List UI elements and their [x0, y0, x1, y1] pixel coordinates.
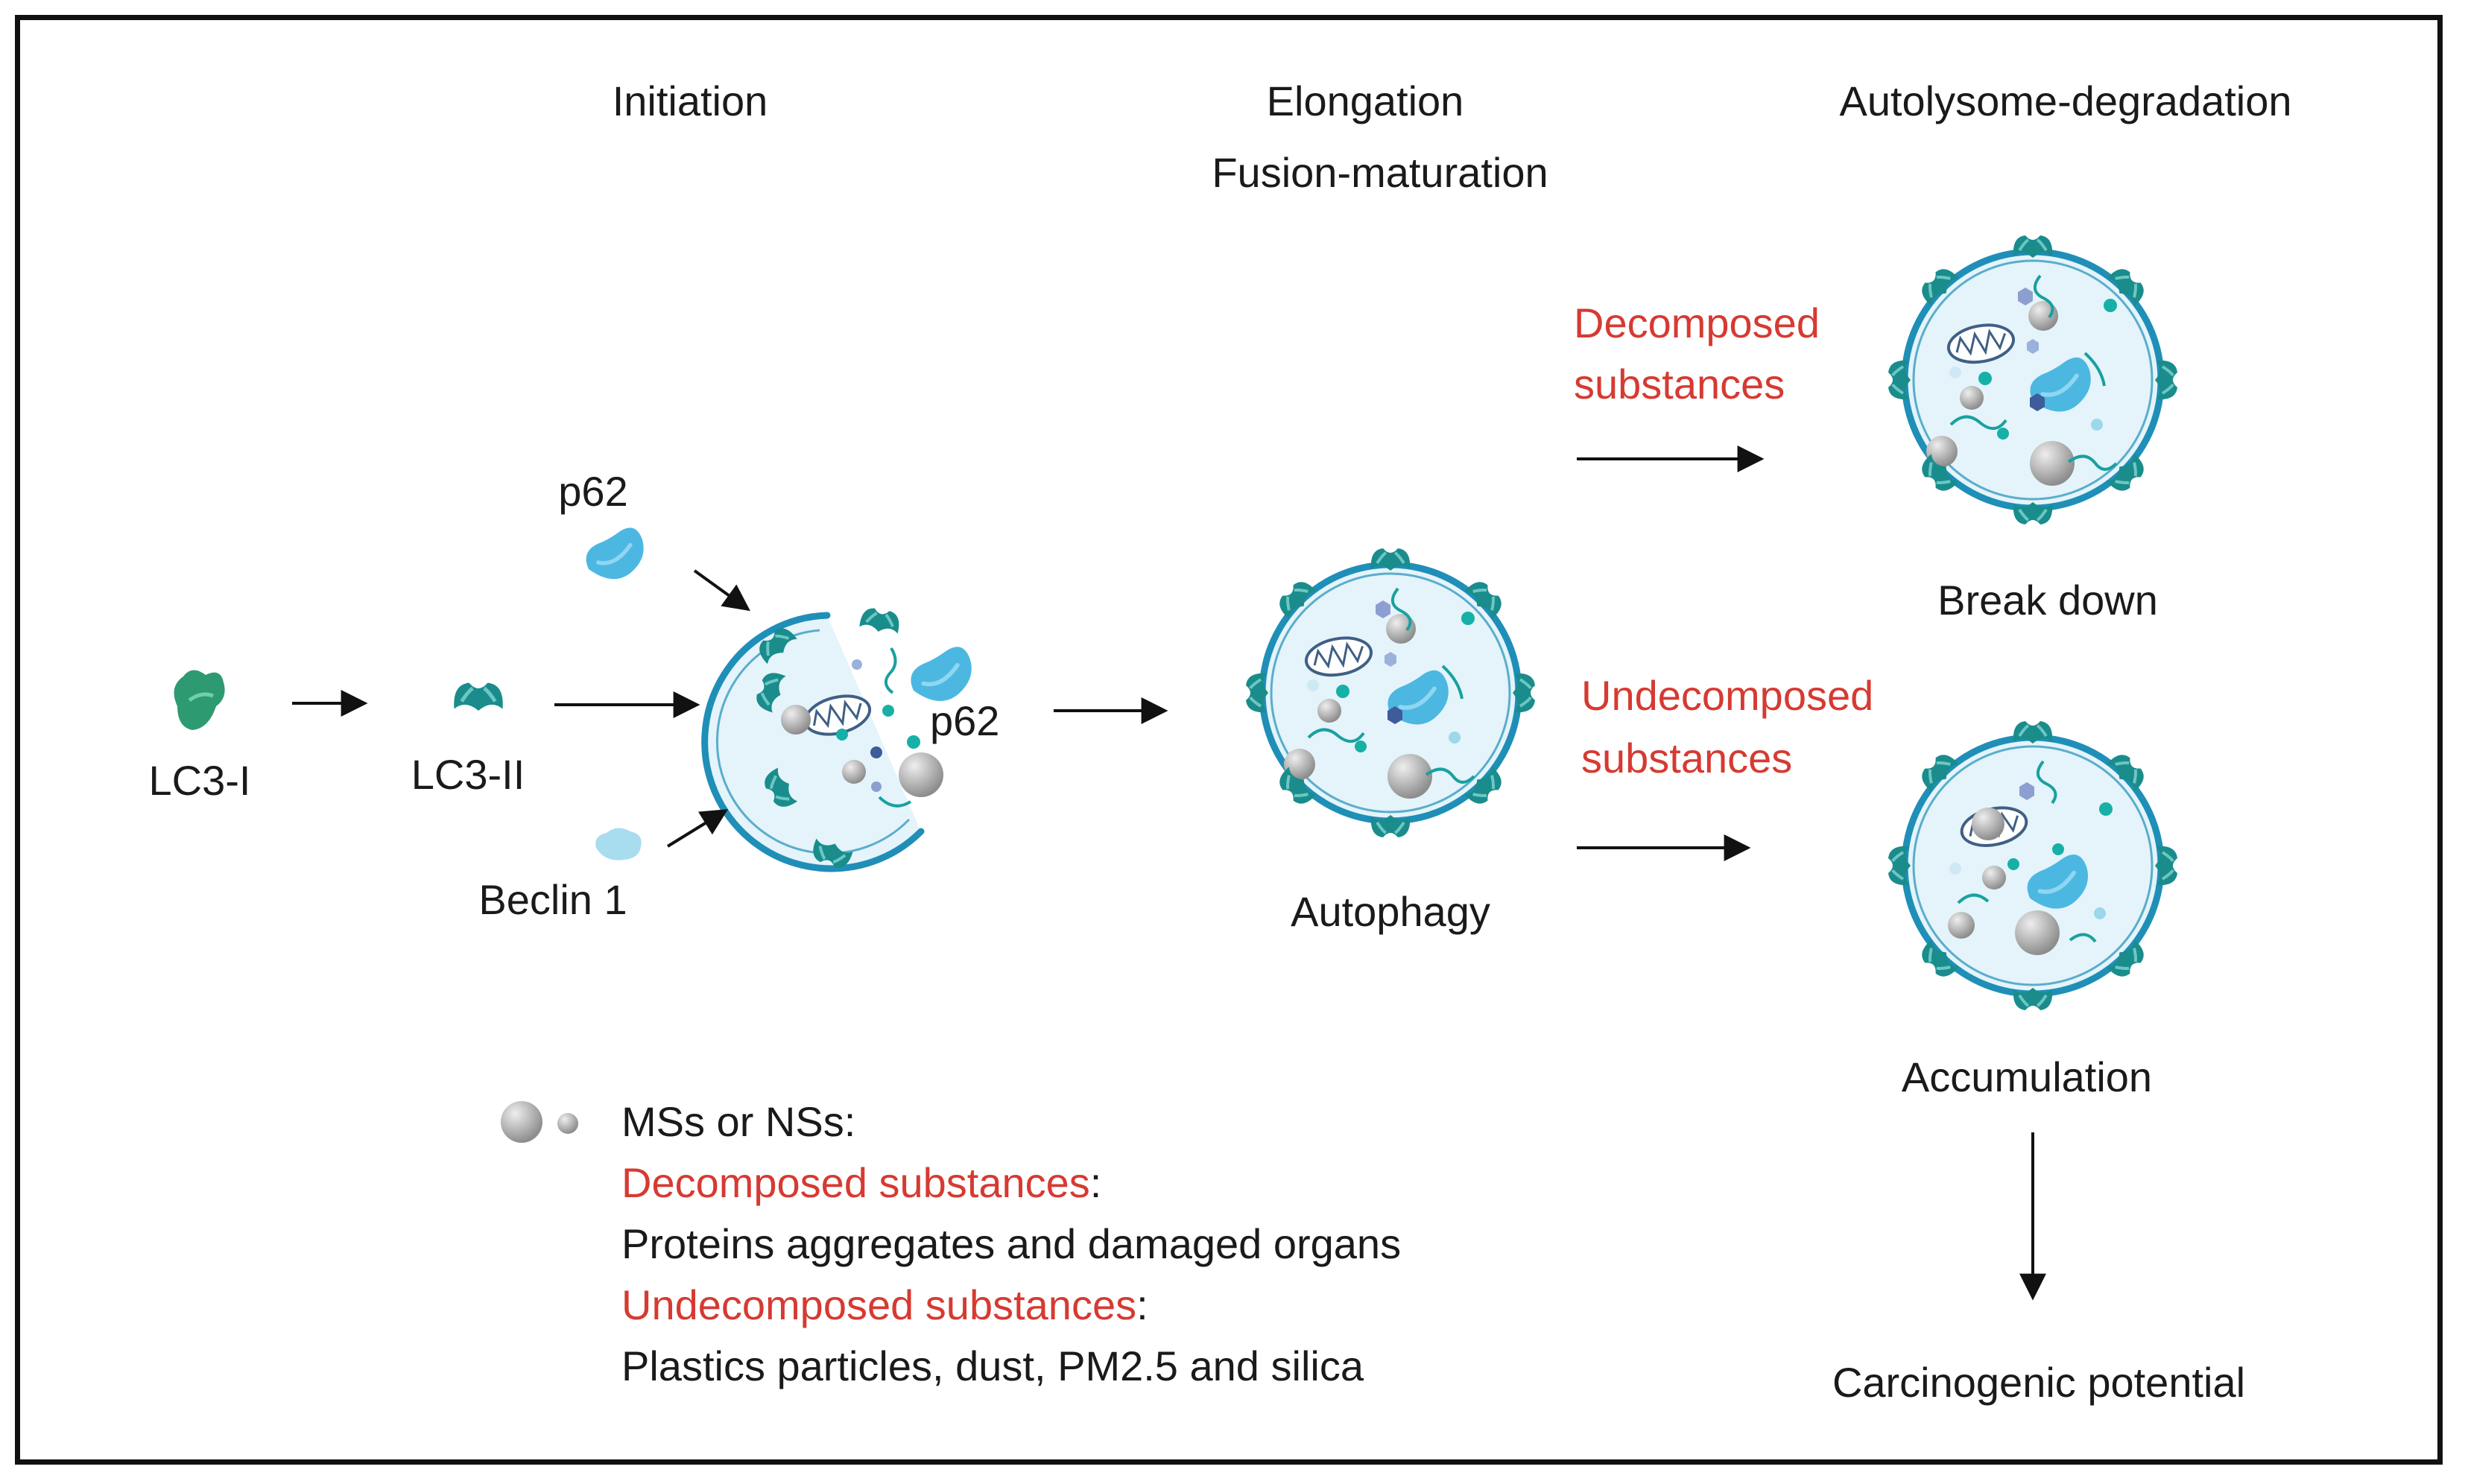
- legend-undecomposed-colon: :: [1136, 1281, 1148, 1328]
- legend-decomposed-title: Decomposed substances: [621, 1159, 1090, 1206]
- arrow-p62-to-phagophore: [693, 569, 750, 612]
- autophagosome-icon: [1246, 548, 1535, 837]
- p62-protein-icon: [586, 527, 644, 579]
- stage-elongation-label: Elongation: [1266, 77, 1464, 124]
- p62-inner-label: p62: [930, 697, 1000, 744]
- autolysosome-accumulation-icon: [1887, 720, 2179, 1012]
- break-down-label: Break down: [1937, 577, 2158, 624]
- lc3-i-protein-icon: [174, 670, 225, 730]
- legend-decomposed-colon: :: [1089, 1159, 1102, 1206]
- beclin-1-label: Beclin 1: [478, 876, 627, 923]
- arrow-beclin-to-phagophore: [666, 809, 729, 848]
- lc3-ii-protein-icon: [454, 683, 503, 711]
- lc3-i-label: LC3-I: [148, 757, 251, 804]
- autophagy-label: Autophagy: [1291, 888, 1490, 935]
- particle-legend-icon: [501, 1101, 578, 1143]
- stage-initiation-label: Initiation: [612, 77, 768, 124]
- undecomposed-label-line2: substances: [1581, 735, 1793, 781]
- legend-undecomposed-row: Undecomposed substances:: [621, 1284, 1148, 1326]
- undecomposed-label-line1: Undecomposed: [1581, 672, 1874, 719]
- legend-decomposed-row: Decomposed substances:: [621, 1162, 1101, 1204]
- lc3-ii-label: LC3-II: [411, 751, 525, 798]
- legend-undecomposed-title: Undecomposed substances: [621, 1281, 1137, 1328]
- carcinogenic-potential-label: Carcinogenic potential: [1832, 1359, 2246, 1406]
- decomposed-label-line2: substances: [1574, 361, 1785, 408]
- p62-label: p62: [558, 468, 628, 515]
- legend-undecomposed-desc: Plastics particles, dust, PM2.5 and sili…: [621, 1342, 1364, 1389]
- stage-fusion-label: Fusion-maturation: [1212, 149, 1548, 196]
- beclin-1-protein-icon: [595, 828, 642, 860]
- legend-decomposed-desc: Proteins aggregates and damaged organs: [621, 1220, 1402, 1267]
- accumulation-label: Accumulation: [1901, 1053, 2153, 1100]
- legend-symbol-label: MSs or NSs:: [621, 1098, 856, 1145]
- autolysosome-breakdown-icon: [1888, 235, 2177, 524]
- stage-degradation-label: Autolysome-degradation: [1839, 77, 2292, 124]
- phagophore-icon: [701, 604, 972, 873]
- decomposed-label-line1: Decomposed: [1574, 299, 1820, 346]
